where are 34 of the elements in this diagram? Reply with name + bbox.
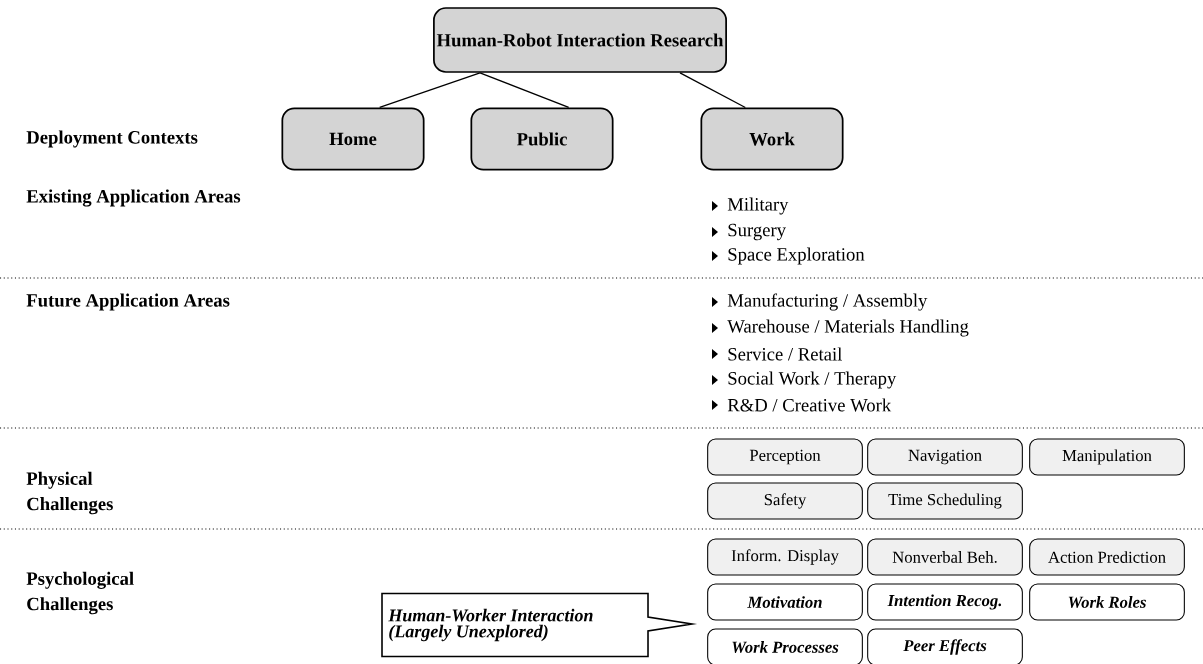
- list-item: Space Exploration: [728, 247, 865, 265]
- row-heading: Psychological Challenges: [26, 571, 134, 615]
- row-heading: Physical Challenges: [26, 471, 113, 515]
- challenge-box: Motivation: [707, 583, 863, 621]
- category-box: Home: [281, 107, 425, 171]
- challenge-box: Peer Effects: [867, 628, 1023, 664]
- challenge-box: Safety: [707, 482, 863, 520]
- challenge-box: Navigation: [867, 438, 1023, 476]
- list-item: Military: [727, 197, 789, 215]
- connector-line: [479, 72, 570, 109]
- category-box: Human-Robot Interaction Research: [433, 7, 727, 73]
- list-item: Warehouse / Materials Handling: [727, 319, 969, 337]
- challenge-box: Manipulation: [1029, 438, 1185, 476]
- list-item: Manufacturing / Assembly: [727, 293, 928, 311]
- connector-line: [679, 72, 746, 109]
- category-box: Work: [700, 107, 844, 171]
- challenge-box: Time Scheduling: [867, 482, 1023, 520]
- row-heading: Deployment Contexts: [26, 130, 198, 148]
- challenge-box: Perception: [707, 438, 863, 476]
- category-box: Public: [470, 107, 614, 171]
- connector-line: [379, 72, 481, 109]
- list-item: Surgery: [728, 223, 786, 241]
- row-heading: Future Application Areas: [26, 293, 230, 311]
- challenge-box: Action Prediction: [1029, 538, 1185, 576]
- list-item: R&D / Creative Work: [727, 398, 892, 412]
- challenge-box: Inform. Display: [707, 538, 863, 576]
- callout-box: Human-Worker Interaction (Largely Unexplored): [381, 592, 698, 658]
- challenge-box: Work Processes: [707, 628, 863, 664]
- list-item: Social Work / Therapy: [728, 371, 897, 389]
- challenge-box: Work Roles: [1029, 583, 1185, 621]
- challenge-box: Nonverbal Beh.: [867, 538, 1023, 576]
- row-heading: Existing Application Areas: [26, 189, 241, 207]
- list-item: Service / Retail: [728, 347, 842, 361]
- challenge-box: Intention Recog.: [867, 583, 1023, 621]
